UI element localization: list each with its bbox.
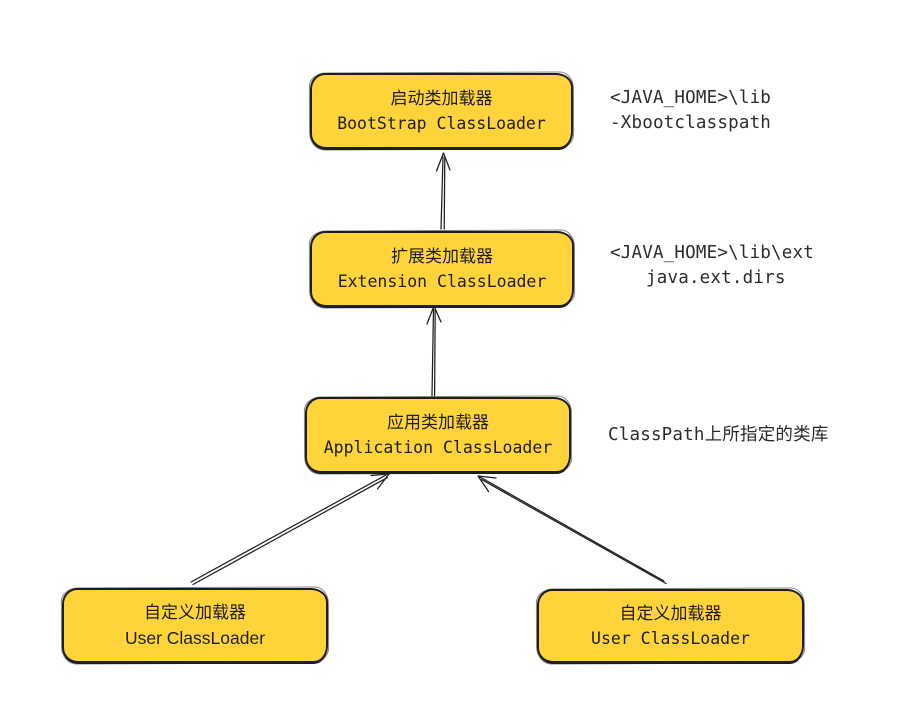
- arrow-extension-to-bootstrap: [435, 152, 451, 230]
- node-label-en: BootStrap ClassLoader: [337, 113, 546, 133]
- node-label-en: Extension ClassLoader: [337, 271, 547, 291]
- node-label-zh: 自定义加载器: [144, 603, 246, 622]
- node-label-zh: 启动类加载器: [390, 88, 493, 108]
- node-label-zh: 自定义加载器: [619, 603, 722, 623]
- node-extension-classloader: 扩展类加载器 Extension ClassLoader: [310, 231, 574, 307]
- arrow-user-left-to-application: [190, 473, 390, 586]
- annotation-extension-path: <JAVA_HOME>\lib\ext java.ext.dirs: [610, 241, 814, 291]
- node-label-en: Application ClassLoader: [323, 437, 553, 457]
- node-label-en: User ClassLoader: [591, 628, 750, 648]
- arrow-user-right-to-application: [477, 475, 667, 585]
- node-application-classloader: 应用类加载器 Application ClassLoader: [305, 397, 571, 473]
- node-bootstrap-classloader: 启动类加载器 BootStrap ClassLoader: [310, 73, 573, 149]
- annotation-bootstrap-path: <JAVA_HOME>\lib -Xbootclasspath: [610, 86, 771, 136]
- node-label-zh: 应用类加载器: [387, 412, 489, 432]
- node-label-en: User ClassLoader: [124, 628, 266, 648]
- node-label-zh: 扩展类加载器: [391, 246, 493, 266]
- node-user-classloader-right: 自定义加载器 User ClassLoader: [537, 589, 804, 663]
- annotation-classpath: ClassPath上所指定的类库: [608, 423, 829, 448]
- node-user-classloader-left: 自定义加载器 User ClassLoader: [62, 588, 328, 663]
- annotation-line: <JAVA_HOME>\lib\ext: [610, 243, 814, 263]
- annotation-line: java.ext.dirs: [646, 268, 786, 288]
- annotation-line: <JAVA_HOME>\lib: [610, 88, 772, 108]
- annotation-line: -Xbootclasspath: [610, 113, 772, 133]
- annotation-line: ClassPath上所指定的类库: [608, 425, 829, 445]
- arrow-application-to-extension: [426, 305, 442, 397]
